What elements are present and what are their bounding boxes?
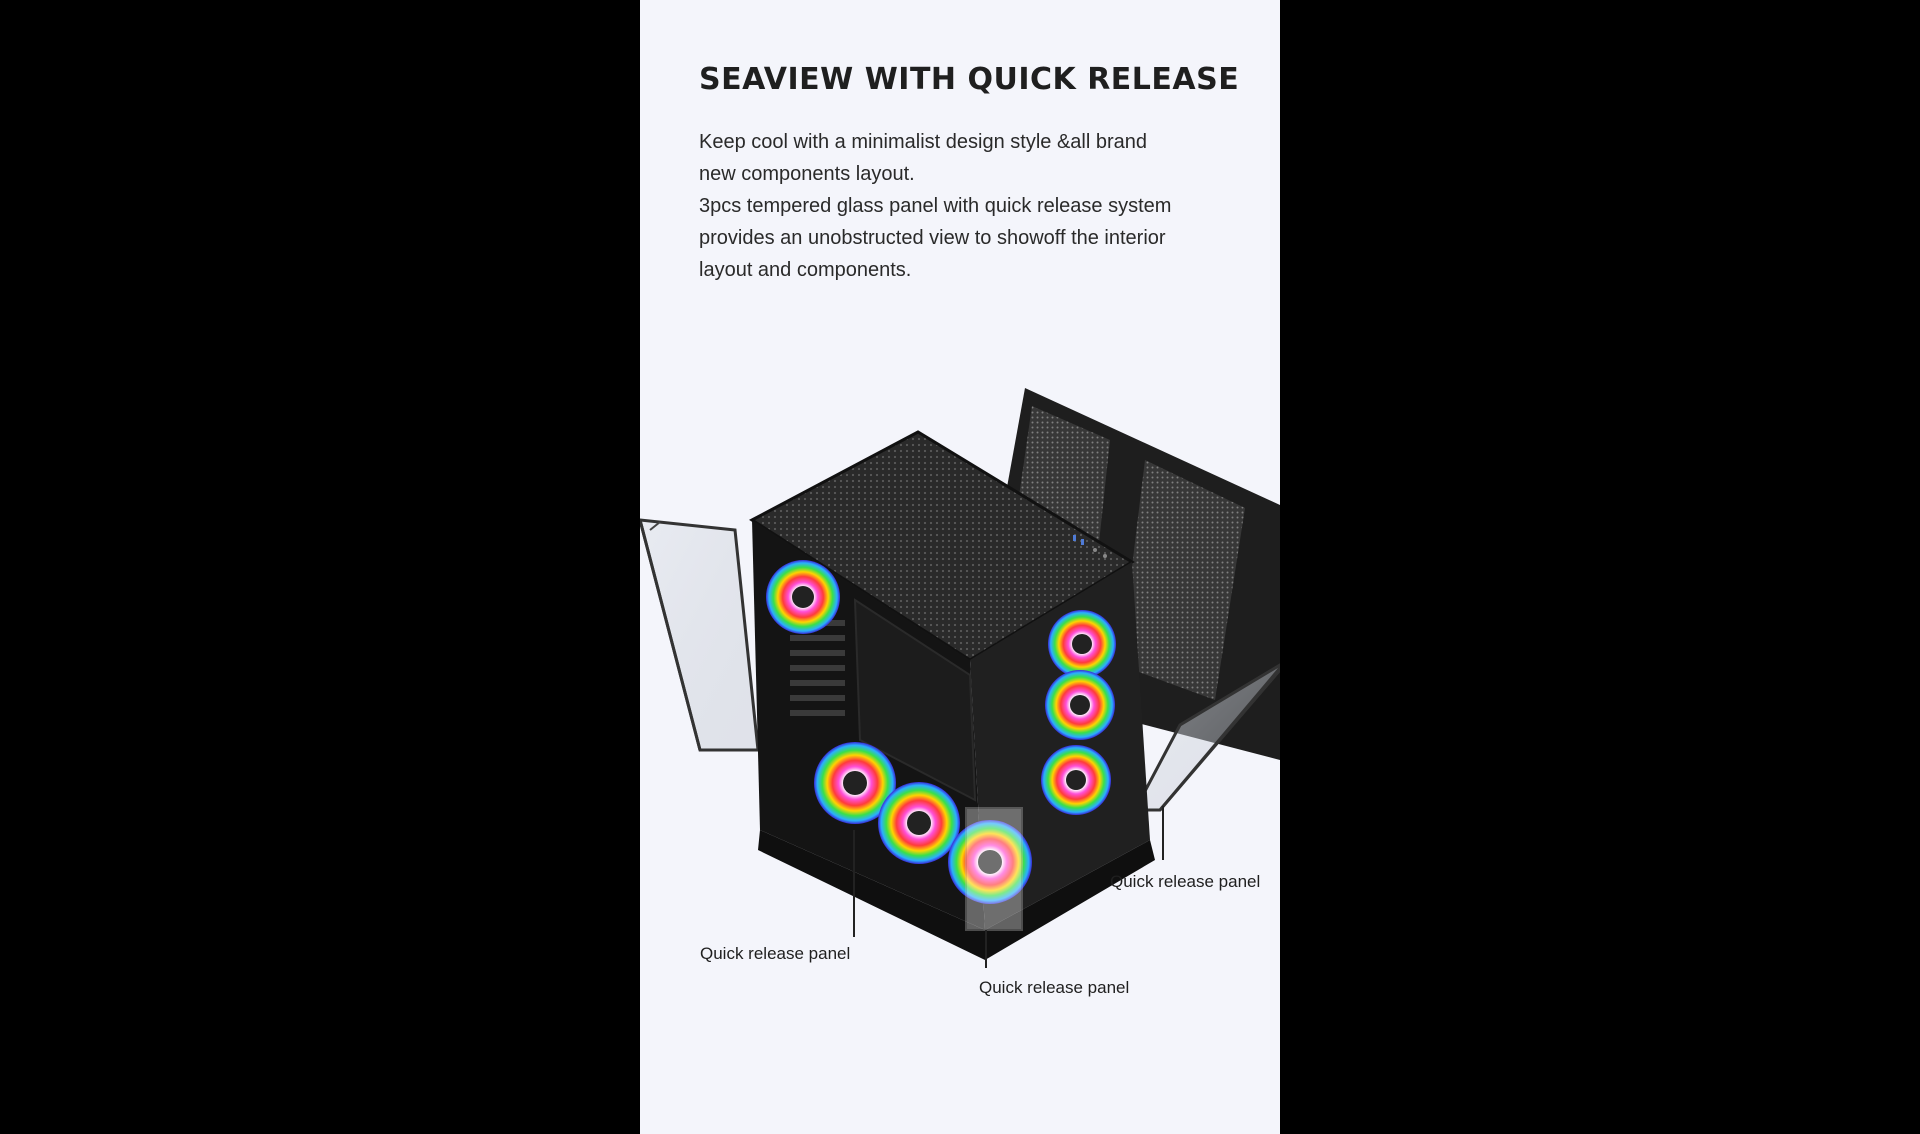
description-line: layout and components.	[699, 259, 912, 281]
callout-label-center: Quick release panel	[979, 978, 1130, 997]
callout-label-left: Quick release panel	[700, 944, 851, 963]
fan-bottom-left	[814, 742, 896, 824]
feature-headline: SEAVIEW WITH QUICK RELEASE	[699, 62, 1240, 97]
fan-bottom-middle	[878, 782, 960, 864]
left-glass-panel	[640, 518, 760, 752]
fan-bottom-right	[948, 820, 1032, 904]
description-line: new components layout.	[699, 163, 915, 185]
front-release-highlight	[965, 807, 1023, 931]
fan-side-bottom	[1041, 745, 1111, 815]
product-feature-panel: SEAVIEW WITH QUICK RELEASE Keep cool wit…	[640, 0, 1280, 1134]
description-line: 3pcs tempered glass panel with quick rel…	[699, 195, 1172, 217]
fan-rear	[766, 560, 840, 634]
pc-case-illustration	[640, 388, 1280, 960]
rgb-fans	[766, 560, 1116, 904]
description-line: Keep cool with a minimalist design style…	[699, 131, 1147, 153]
callout-label-right: Quick release panel	[1110, 872, 1261, 891]
fan-side-top	[1048, 610, 1116, 678]
callout-line-center	[985, 930, 987, 968]
callout-line-left	[853, 830, 855, 937]
feature-description: Keep cool with a minimalist design style…	[699, 126, 1172, 286]
fan-side-middle	[1045, 670, 1115, 740]
description-line: provides an unobstructed view to showoff…	[699, 227, 1166, 249]
callout-line-right	[1162, 806, 1164, 860]
